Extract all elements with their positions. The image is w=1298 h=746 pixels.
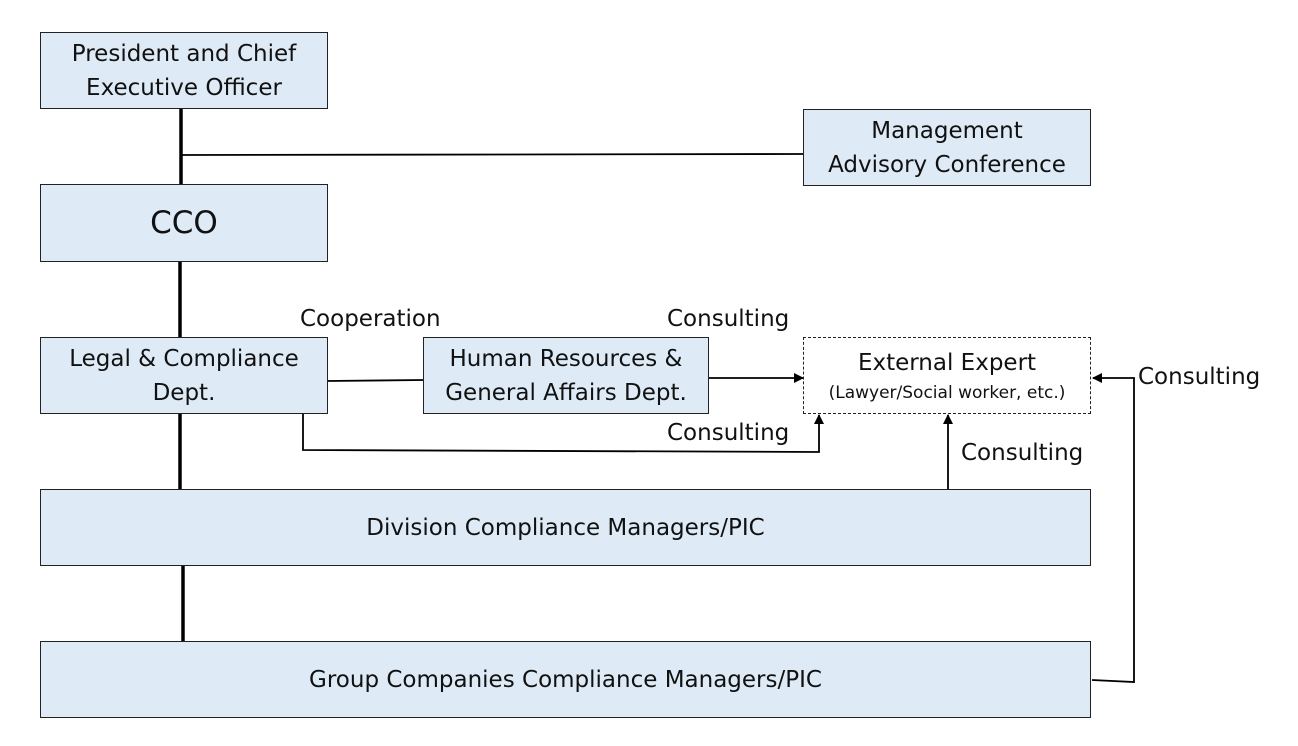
hr-line-1: Human Resources &: [449, 345, 683, 372]
group-label: Group Companies Compliance Managers/PIC: [309, 666, 822, 693]
external-expert-box: External Expert (Lawyer/Social worker, e…: [803, 337, 1091, 414]
president-line-1: President and Chief: [71, 40, 297, 67]
cco-label: CCO: [150, 205, 218, 241]
division-label: Division Compliance Managers/PIC: [366, 514, 765, 541]
consulting-label-legal: Consulting: [667, 420, 790, 446]
advisory-conference-box: Management Advisory Conference: [803, 109, 1091, 186]
division-managers-box: Division Compliance Managers/PIC: [40, 489, 1091, 566]
cooperation-connector: [326, 379, 425, 382]
advisory-connector: [180, 153, 805, 156]
consulting-label-division: Consulting: [961, 440, 1084, 466]
consulting-label-hr: Consulting: [667, 306, 790, 332]
consulting-label-group: Consulting: [1138, 364, 1261, 390]
advisory-line-2: Advisory Conference: [828, 151, 1066, 178]
hr-line-2: General Affairs Dept.: [445, 379, 687, 406]
group-external-arrow: [1091, 373, 1135, 683]
external-expert-title: External Expert: [857, 349, 1037, 376]
legal-line-2: Dept.: [152, 379, 216, 406]
hr-general-affairs-box: Human Resources & General Affairs Dept.: [423, 337, 709, 414]
group-managers-box: Group Companies Compliance Managers/PIC: [40, 641, 1091, 718]
legal-compliance-box: Legal & Compliance Dept.: [40, 337, 328, 414]
cco-box: CCO: [40, 184, 328, 262]
president-box: President and Chief Executive Officer: [40, 32, 328, 109]
external-expert-subtitle: (Lawyer/Social worker, etc.): [828, 382, 1066, 403]
cooperation-label: Cooperation: [300, 306, 441, 332]
president-line-2: Executive Officer: [86, 74, 282, 101]
legal-external-arrow: [302, 413, 824, 453]
legal-line-1: Legal & Compliance: [69, 345, 299, 372]
advisory-line-1: Management: [871, 117, 1023, 144]
